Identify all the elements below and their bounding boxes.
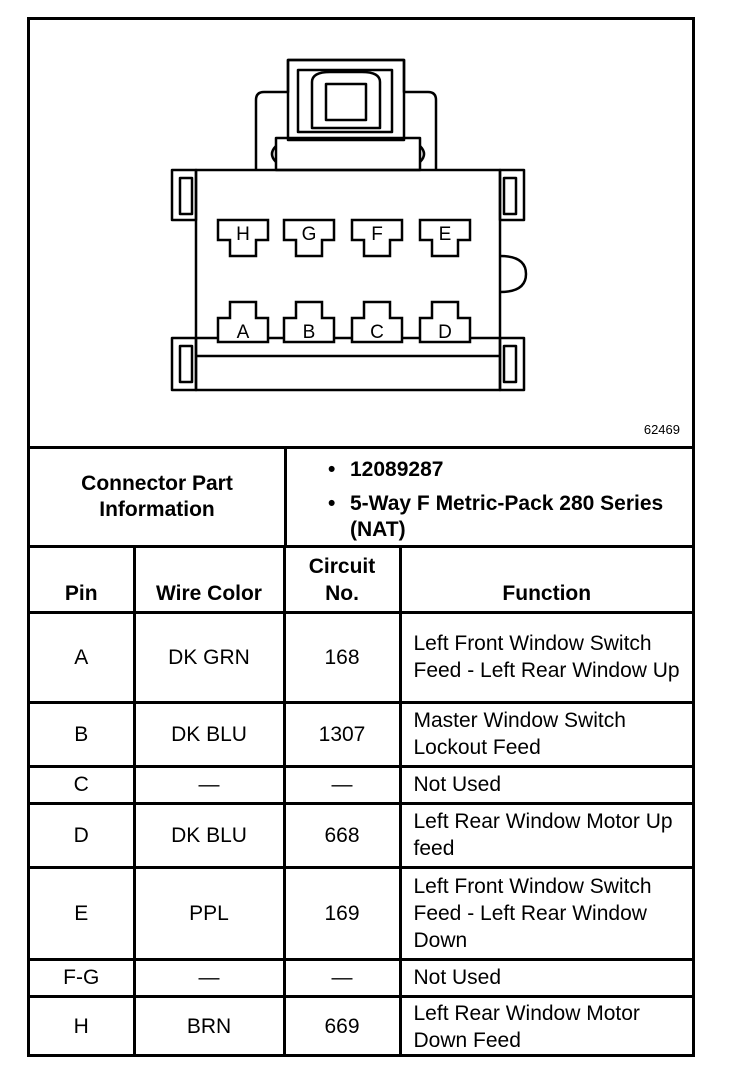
- cavity-g: [282, 218, 336, 258]
- cell-circuit: —: [282, 764, 402, 805]
- cell-function: Left Rear Window Motor Up feed: [398, 801, 692, 869]
- cell-circuit: 668: [282, 801, 402, 869]
- cell-pin: C: [30, 764, 136, 805]
- table-row: A DK GRN 168 Left Front Window Switch Fe…: [30, 610, 692, 704]
- figure-id: 62469: [643, 422, 680, 437]
- connector-part-info-label: Connector Part Information: [30, 449, 287, 545]
- cavity-d: [418, 300, 472, 344]
- cell-wire-color: —: [132, 764, 286, 805]
- cell-circuit: 1307: [282, 700, 402, 768]
- cavity-label: G: [302, 224, 317, 245]
- header-wire-color: Wire Color: [132, 546, 286, 614]
- header-circuit: Circuit No.: [282, 546, 402, 614]
- cavity-c: [350, 300, 404, 344]
- cavity-h: [216, 218, 270, 258]
- cell-wire-color: BRN: [132, 994, 286, 1056]
- cell-pin: E: [30, 865, 136, 961]
- cell-pin: H: [30, 994, 136, 1056]
- header-function: Function: [398, 546, 692, 614]
- cavity-label: D: [438, 322, 452, 343]
- cavity-e: [418, 218, 472, 258]
- cavity-label: A: [237, 322, 250, 343]
- table-row: E PPL 169 Left Front Window Switch Feed …: [30, 865, 692, 961]
- cell-wire-color: DK BLU: [132, 700, 286, 768]
- cell-function: Master Window Switch Lockout Feed: [398, 700, 692, 768]
- part-number: 12089287: [328, 457, 670, 483]
- table-header-row: Pin Wire Color Circuit No. Function: [30, 546, 692, 614]
- connector-part-info: Connector Part Information 12089287 5-Wa…: [30, 449, 692, 548]
- cell-pin: A: [30, 610, 136, 704]
- cavity-f: [350, 218, 404, 258]
- cell-pin: B: [30, 700, 136, 768]
- cell-circuit: —: [282, 957, 402, 998]
- cell-wire-color: PPL: [132, 865, 286, 961]
- connector-sheet: H G F E A B C D 62469 Connector Part Inf…: [27, 17, 695, 1057]
- cell-pin: D: [30, 801, 136, 869]
- cell-function: Left Front Window Switch Feed - Left Rea…: [398, 610, 692, 704]
- table-row: B DK BLU 1307 Master Window Switch Locko…: [30, 700, 692, 768]
- cavity-label: F: [371, 224, 383, 245]
- cell-function: Left Front Window Switch Feed - Left Rea…: [398, 865, 692, 961]
- cell-wire-color: DK GRN: [132, 610, 286, 704]
- cell-wire-color: DK BLU: [132, 801, 286, 869]
- cavity-a: [216, 300, 270, 344]
- header-pin: Pin: [30, 546, 136, 614]
- table-row: C — — Not Used: [30, 764, 692, 805]
- table-row: D DK BLU 668 Left Rear Window Motor Up f…: [30, 801, 692, 869]
- cell-wire-color: —: [132, 957, 286, 998]
- connector-part-info-list: 12089287 5-Way F Metric-Pack 280 Series …: [328, 457, 670, 551]
- cell-pin: F-G: [30, 957, 136, 998]
- cell-circuit: 168: [282, 610, 402, 704]
- cavity-label: C: [370, 322, 384, 343]
- cell-function: Not Used: [398, 957, 692, 998]
- table-row: F-G — — Not Used: [30, 957, 692, 998]
- cavity-label: E: [439, 224, 452, 245]
- connector-diagram: H G F E A B C D 62469: [30, 20, 692, 449]
- cell-function: Left Rear Window Motor Down Feed: [398, 994, 692, 1056]
- connector-face-drawing: H G F E A B C D: [170, 58, 528, 392]
- pin-table: Pin Wire Color Circuit No. Function A DK…: [30, 546, 692, 1056]
- connector-type: 5-Way F Metric-Pack 280 Series (NAT): [328, 491, 670, 543]
- cell-function: Not Used: [398, 764, 692, 805]
- table-row: H BRN 669 Left Rear Window Motor Down Fe…: [30, 994, 692, 1056]
- cell-circuit: 169: [282, 865, 402, 961]
- cavity-b: [282, 300, 336, 344]
- cavity-label: H: [236, 224, 250, 245]
- cell-circuit: 669: [282, 994, 402, 1056]
- cavity-label: B: [303, 322, 316, 343]
